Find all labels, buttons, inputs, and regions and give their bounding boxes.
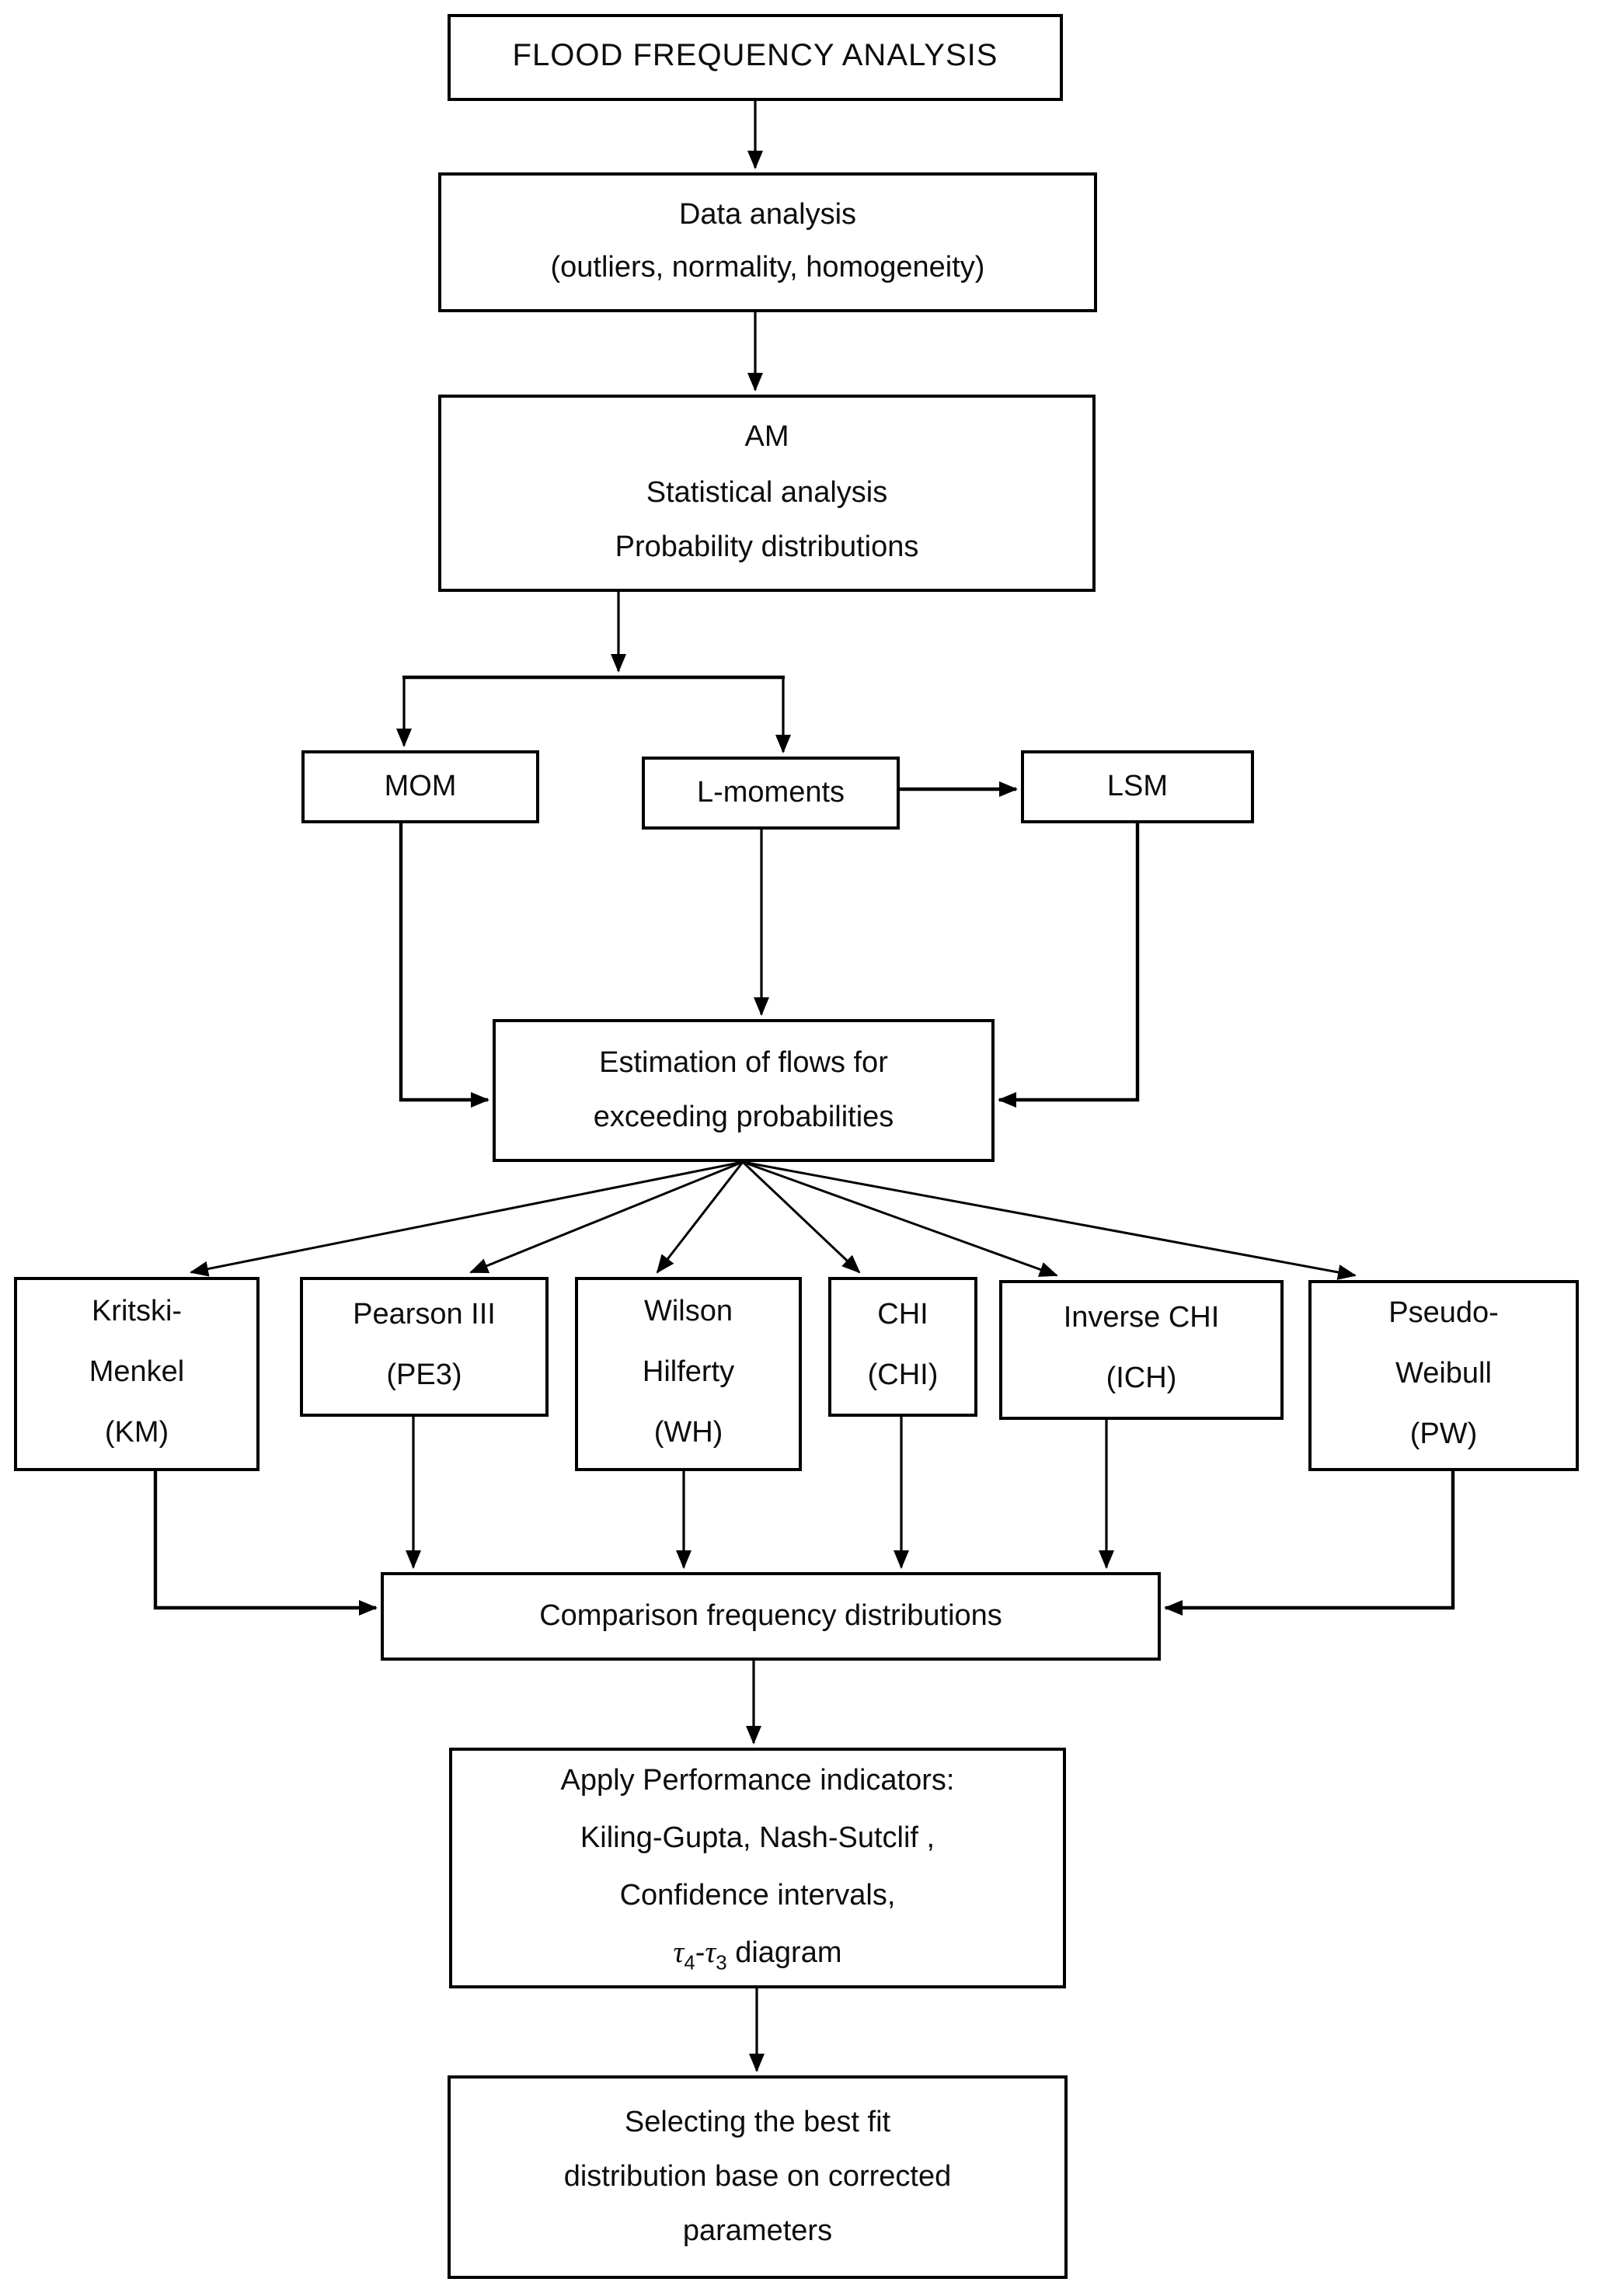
node-apply-performance-indicators: Apply Performance indicators: Kiling-Gup…: [449, 1748, 1066, 1988]
node-apply-line: Apply Performance indicators:: [560, 1765, 955, 1798]
node-selecting-best-fit: Selecting the best fit distribution base…: [448, 2075, 1068, 2279]
node-am-line: Statistical analysis: [646, 476, 888, 510]
node-ich-line: (ICH): [1106, 1362, 1177, 1395]
node-estimation-of-flows: Estimation of flows for exceeding probab…: [493, 1019, 995, 1162]
node-apply-line: Confidence intervals,: [619, 1880, 896, 1913]
node-comparison-frequency-distributions: Comparison frequency distributions: [381, 1572, 1161, 1661]
tau-subscript: 4: [684, 1950, 695, 1974]
tau-symbol: τ: [705, 1937, 716, 1971]
node-selecting-line: parameters: [682, 2215, 833, 2249]
node-mom-line: MOM: [384, 770, 457, 803]
node-inverse-chi: Inverse CHI (ICH): [999, 1280, 1284, 1420]
node-mom: MOM: [301, 750, 539, 823]
edge-mom-estimation: [399, 823, 489, 1108]
edge-estimation-chi: [741, 1160, 861, 1274]
edge-pw-comparison: [1164, 1471, 1455, 1616]
node-apply-line: Kiling-Gupta, Nash-Sutclif ,: [580, 1822, 935, 1856]
node-wilson-hilferty: Wilson Hilferty (WH): [575, 1277, 802, 1471]
node-km-line: (KM): [104, 1416, 169, 1449]
node-wh-line: Wilson: [643, 1296, 733, 1329]
node-data-analysis: Data analysis (outliers, normality, homo…: [438, 172, 1097, 312]
node-chi-line: CHI: [877, 1299, 928, 1332]
node-ich-line: Inverse CHI: [1063, 1302, 1220, 1335]
node-chi-line: (CHI): [867, 1359, 939, 1392]
node-kritski-menkel: Kritski- Menkel (KM): [14, 1277, 260, 1471]
edge-estimation-pw: [742, 1160, 1357, 1280]
node-l-moments: L-moments: [642, 757, 900, 830]
node-data-line: (outliers, normality, homogeneity): [550, 252, 985, 284]
node-wh-line: (WH): [653, 1416, 723, 1449]
node-selecting-line: Selecting the best fit: [624, 2106, 891, 2139]
edge-estimation-km: [190, 1160, 744, 1277]
edge-km-comparison: [153, 1471, 378, 1616]
edge-estimation-ich: [742, 1160, 1058, 1277]
node-pw-line: Weibull: [1395, 1358, 1492, 1391]
tau-suffix: diagram: [726, 1937, 842, 1971]
node-wh-line: Hilferty: [642, 1356, 735, 1390]
node-l-moments-line: L-moments: [696, 776, 845, 809]
edge-lsm-estimation: [998, 823, 1140, 1108]
node-km-line: Kritski-: [91, 1296, 183, 1329]
node-flood-frequency-analysis: FLOOD FREQUENCY ANALYSIS: [448, 14, 1063, 101]
node-title-line: FLOOD FREQUENCY ANALYSIS: [512, 39, 998, 74]
node-pseudo-weibull: Pseudo- Weibull (PW): [1308, 1280, 1579, 1471]
edge-estimation-wh: [656, 1161, 744, 1274]
node-pe3-line: Pearson III: [353, 1299, 496, 1332]
node-am-line: Probability distributions: [615, 531, 919, 565]
node-am-line: AM: [744, 420, 789, 454]
tau-subscript: 3: [716, 1950, 727, 1974]
edge-estimation-pe3: [469, 1160, 744, 1274]
node-pw-line: (PW): [1409, 1418, 1478, 1451]
node-am-statistical-analysis: AM Statistical analysis Probability dist…: [438, 395, 1096, 592]
node-estimation-line: Estimation of flows for: [599, 1046, 888, 1080]
node-selecting-line: distribution base on corrected: [563, 2160, 952, 2193]
node-lsm: LSM: [1021, 750, 1254, 823]
node-pw-line: Pseudo-: [1388, 1297, 1499, 1331]
node-pe3-line: (PE3): [386, 1359, 462, 1392]
node-apply-tau-line: τ4-τ3 diagram: [674, 1925, 842, 1984]
node-data-line: Data analysis: [678, 198, 857, 231]
node-estimation-line: exceeding probabilities: [593, 1101, 894, 1134]
node-chi: CHI (CHI): [828, 1277, 977, 1417]
tau-symbol: τ: [673, 1937, 685, 1971]
node-km-line: Menkel: [89, 1356, 185, 1390]
tau-dash: -: [695, 1937, 705, 1971]
node-comparison-line: Comparison frequency distributions: [539, 1599, 1002, 1633]
node-pearson-iii: Pearson III (PE3): [300, 1277, 549, 1417]
node-lsm-line: LSM: [1106, 770, 1169, 803]
